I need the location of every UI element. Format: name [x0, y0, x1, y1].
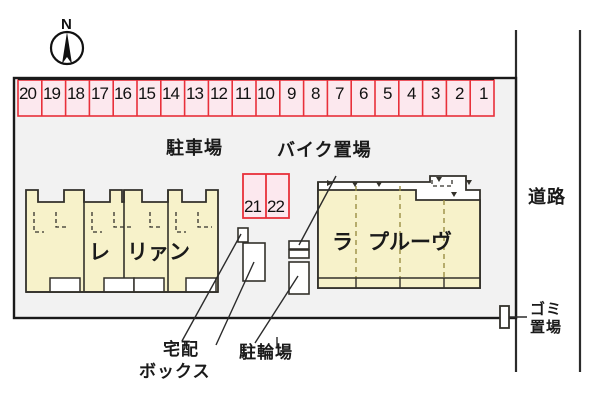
road-label: 道路 [528, 187, 566, 208]
bike-stall-number: 22 [267, 197, 285, 216]
bike-parking-stalls [242, 173, 290, 219]
car-stall-number: 13 [186, 84, 204, 103]
building-label-lien: リァン [127, 240, 190, 264]
eave-direction-markers [327, 177, 472, 197]
car-parking-row [17, 78, 495, 117]
delivery-box-label-line2: ボックス [139, 362, 211, 382]
car-stall-number: 14 [162, 84, 180, 103]
compass-north-label: N [61, 16, 72, 33]
car-stall-number: 6 [359, 84, 369, 103]
car-stall-number: 1 [479, 84, 489, 103]
car-stall-number: 11 [235, 84, 252, 103]
car-stall-number: 20 [19, 84, 37, 103]
delivery-box-label-line1: 宅配 [163, 340, 199, 360]
car-stall-number: 12 [210, 84, 228, 103]
bicycle-parking-label: 駐輪場 [239, 343, 293, 363]
car-stall-number: 3 [431, 84, 441, 103]
car-stall-number: 7 [335, 84, 345, 103]
car-stall-number: 5 [383, 84, 393, 103]
car-stall-number: 18 [67, 84, 85, 103]
garbage-bin-object [499, 305, 527, 329]
building-label-le: レ [89, 240, 110, 264]
car-stall-number: 15 [138, 84, 156, 103]
leader-lines [181, 175, 337, 348]
car-stall-number: 4 [407, 84, 417, 103]
building-le-lien [25, 189, 219, 293]
car-stall-number: 16 [114, 84, 132, 103]
car-stall-number: 10 [257, 84, 275, 103]
building-label-la: ラ [332, 230, 353, 254]
bike-area-label: バイク置場 [277, 140, 372, 161]
garbage-area-label-line2: 置場 [530, 318, 563, 336]
car-stall-number: 9 [287, 84, 297, 103]
compass-north-icon [49, 30, 85, 66]
car-stall-number: 17 [91, 84, 109, 103]
car-stall-number: 2 [455, 84, 465, 103]
garbage-area-label-line1: ゴミ [530, 300, 563, 318]
parking-area-label: 駐車場 [166, 138, 223, 159]
car-stall-number: 8 [311, 84, 321, 103]
building-la-preuve [317, 175, 481, 289]
building-label-preuve: プルーヴ [368, 230, 452, 254]
bike-stall-number: 21 [244, 197, 262, 216]
car-stall-number: 19 [43, 84, 61, 103]
